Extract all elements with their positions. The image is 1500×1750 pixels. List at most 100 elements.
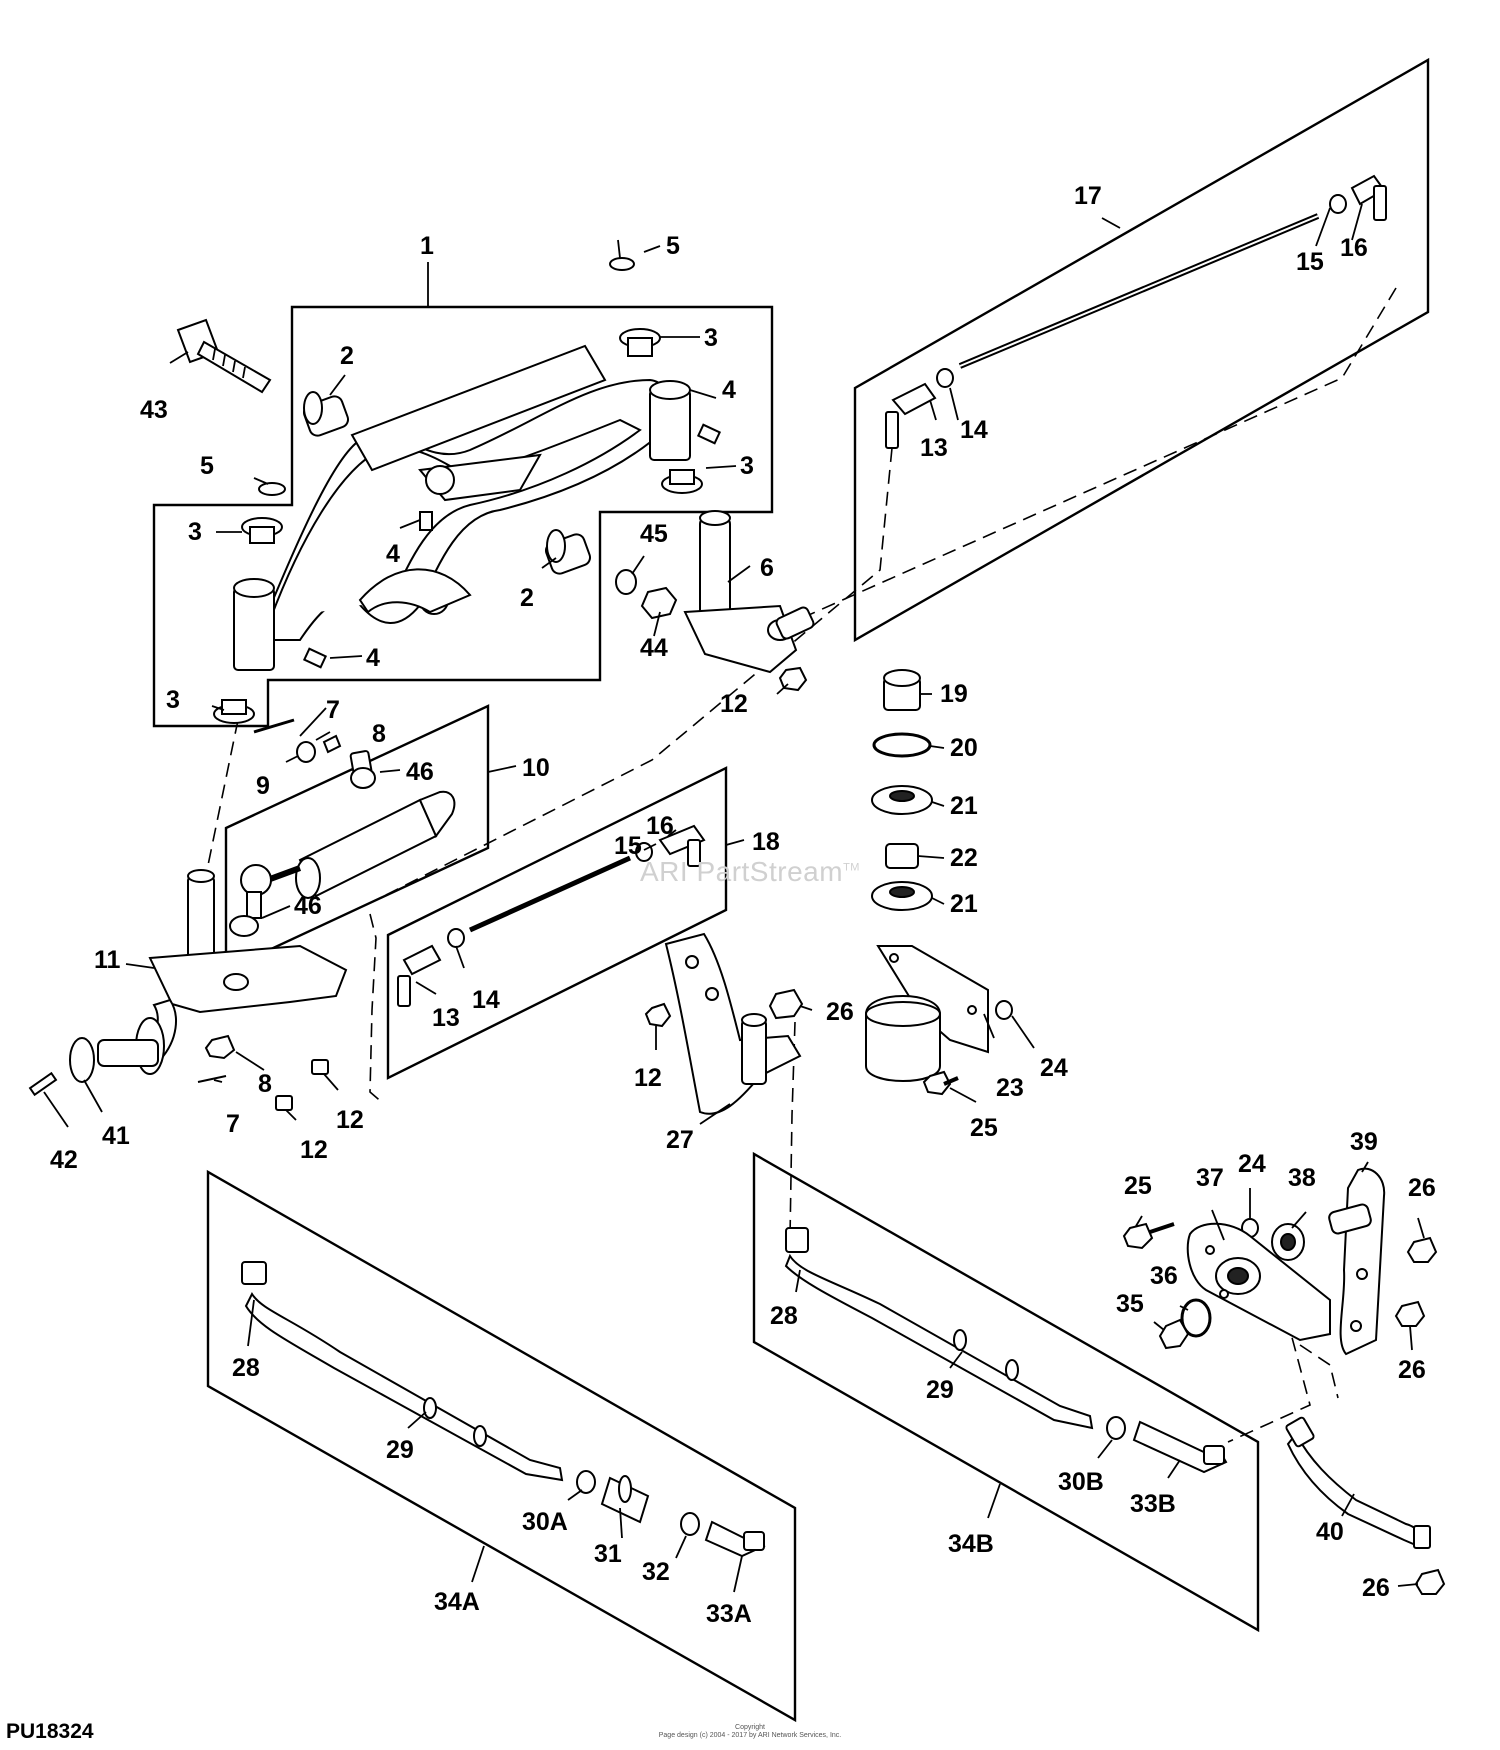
callout-8-lower: 8 (258, 1070, 272, 1098)
callout-labels: 1 5 3 4 3 2 43 5 3 4 2 45 44 6 4 3 12 17… (50, 182, 1436, 1628)
callout-34b: 34B (948, 1530, 994, 1558)
callout-13-top: 13 (920, 434, 948, 462)
spacer-22 (885, 843, 919, 869)
callout-45: 45 (640, 520, 668, 548)
snap-ring-5-left (258, 482, 286, 496)
callout-46-upper: 46 (406, 758, 434, 786)
frame-34b-leader (987, 1483, 1001, 1519)
callout-5-left: 5 (200, 452, 214, 480)
callout-24-bracket: 24 (1040, 1054, 1068, 1082)
callout-37: 37 (1196, 1164, 1224, 1192)
callout-12-spindle: 12 (720, 690, 748, 718)
nut-26-crank-bottom (1394, 1300, 1426, 1327)
watermark-trademark: TM (843, 861, 860, 874)
callout-40: 40 (1316, 1518, 1344, 1546)
callout-29-34a: 29 (386, 1436, 414, 1464)
spindle-bore-left (233, 578, 275, 671)
callout-leaders (43, 203, 1425, 1593)
frame-18-leader (725, 839, 745, 846)
frame-tie-rod-17 (853, 57, 1430, 643)
grease-fitting-4-lower (302, 647, 328, 669)
callout-34a: 34A (434, 1588, 480, 1616)
callout-23: 23 (996, 1074, 1024, 1102)
callout-4-upper: 4 (722, 376, 736, 404)
callout-22: 22 (950, 844, 978, 872)
copyright-notice: Copyright Page design (c) 2004 - 2017 by… (610, 1724, 890, 1740)
callout-10: 10 (522, 754, 550, 782)
callout-12-left-a: 12 (300, 1136, 328, 1164)
callout-3-top-right: 3 (704, 324, 718, 352)
callout-14-top: 14 (960, 416, 988, 444)
callout-7-lower: 7 (226, 1110, 240, 1138)
nut-12-arm (644, 1002, 672, 1028)
callout-27: 27 (666, 1126, 694, 1154)
flange-bushing-3-top-right (619, 328, 661, 357)
copyright-line-2: Page design (c) 2004 - 2017 by ARI Netwo… (658, 1732, 842, 1739)
bearing-38 (1271, 1223, 1305, 1261)
washer-24-bracket (995, 1000, 1013, 1020)
callout-26-arm: 26 (826, 998, 854, 1026)
callout-43: 43 (140, 396, 168, 424)
callout-28-34b: 28 (770, 1302, 798, 1330)
callout-14-mid: 14 (472, 986, 500, 1014)
callout-32: 32 (642, 1558, 670, 1586)
callout-15-mid: 15 (614, 832, 642, 860)
callout-3-top-left: 3 (188, 518, 202, 546)
bracket-23 (865, 945, 989, 1082)
axle-pivot-tube (350, 344, 607, 472)
callout-39: 39 (1350, 1128, 1378, 1156)
drag-link-34b (784, 1227, 1228, 1474)
callout-9: 9 (256, 772, 270, 800)
nut-26-crank-top (1406, 1236, 1438, 1263)
callout-38: 38 (1288, 1164, 1316, 1192)
frame-10-leader (487, 765, 517, 773)
nut-12-left-b (311, 1059, 329, 1075)
pivot-bolt-43 (176, 318, 272, 394)
callout-41: 41 (102, 1122, 130, 1150)
washer-45 (615, 569, 637, 595)
frame-steering-cylinder-10 (224, 704, 490, 972)
tie-rod-18 (397, 824, 706, 1007)
callout-19: 19 (940, 680, 968, 708)
frame-34a-leader (471, 1545, 485, 1583)
callout-4-mid: 4 (386, 540, 400, 568)
callout-26-crank-top: 26 (1408, 1174, 1436, 1202)
nut-19 (883, 669, 921, 711)
spindle-bore-right (649, 380, 691, 461)
callout-25-bracket: 25 (970, 1114, 998, 1142)
callout-6: 6 (760, 554, 774, 582)
callout-25-crank: 25 (1124, 1172, 1152, 1200)
callout-26-drag-link: 26 (1362, 1574, 1390, 1602)
frame-drag-link-34a (206, 1169, 797, 1723)
spindle-11 (28, 869, 348, 1097)
callout-12-arm: 12 (634, 1064, 662, 1092)
nut-12-left-a (275, 1095, 293, 1111)
callout-33a: 33A (706, 1600, 752, 1628)
callout-28-34a: 28 (232, 1354, 260, 1382)
spindle-6 (683, 510, 815, 674)
cotter-pin-7-lower (197, 1075, 227, 1083)
drag-link-34a (241, 1261, 766, 1558)
callout-24-crank: 24 (1238, 1150, 1266, 1178)
frame-axle-assembly-1 (152, 305, 774, 728)
bell-crank-39 (1328, 1167, 1386, 1356)
nut-26-arm (768, 988, 804, 1020)
frame-17-leader (1101, 217, 1121, 229)
callout-5-top: 5 (666, 232, 680, 260)
callout-13-mid: 13 (432, 1004, 460, 1032)
bushing-21-lower (871, 881, 933, 911)
callout-36: 36 (1150, 1262, 1178, 1290)
steering-arm-27 (664, 932, 802, 1115)
callout-8-upper: 8 (372, 720, 386, 748)
callout-16-mid: 16 (646, 812, 674, 840)
callout-42: 42 (50, 1146, 78, 1174)
callout-3-mid-right: 3 (740, 452, 754, 480)
watermark-text: ARI PartStream (640, 856, 844, 887)
callout-2-lower: 2 (520, 584, 534, 612)
partstream-watermark: ARI PartStreamTM (640, 856, 860, 888)
callout-21-lower: 21 (950, 890, 978, 918)
callout-3-bottom-left: 3 (166, 686, 180, 714)
callout-7-upper: 7 (326, 696, 340, 724)
steering-cylinder-10 (229, 718, 456, 937)
snap-ring-5-top (609, 257, 635, 271)
